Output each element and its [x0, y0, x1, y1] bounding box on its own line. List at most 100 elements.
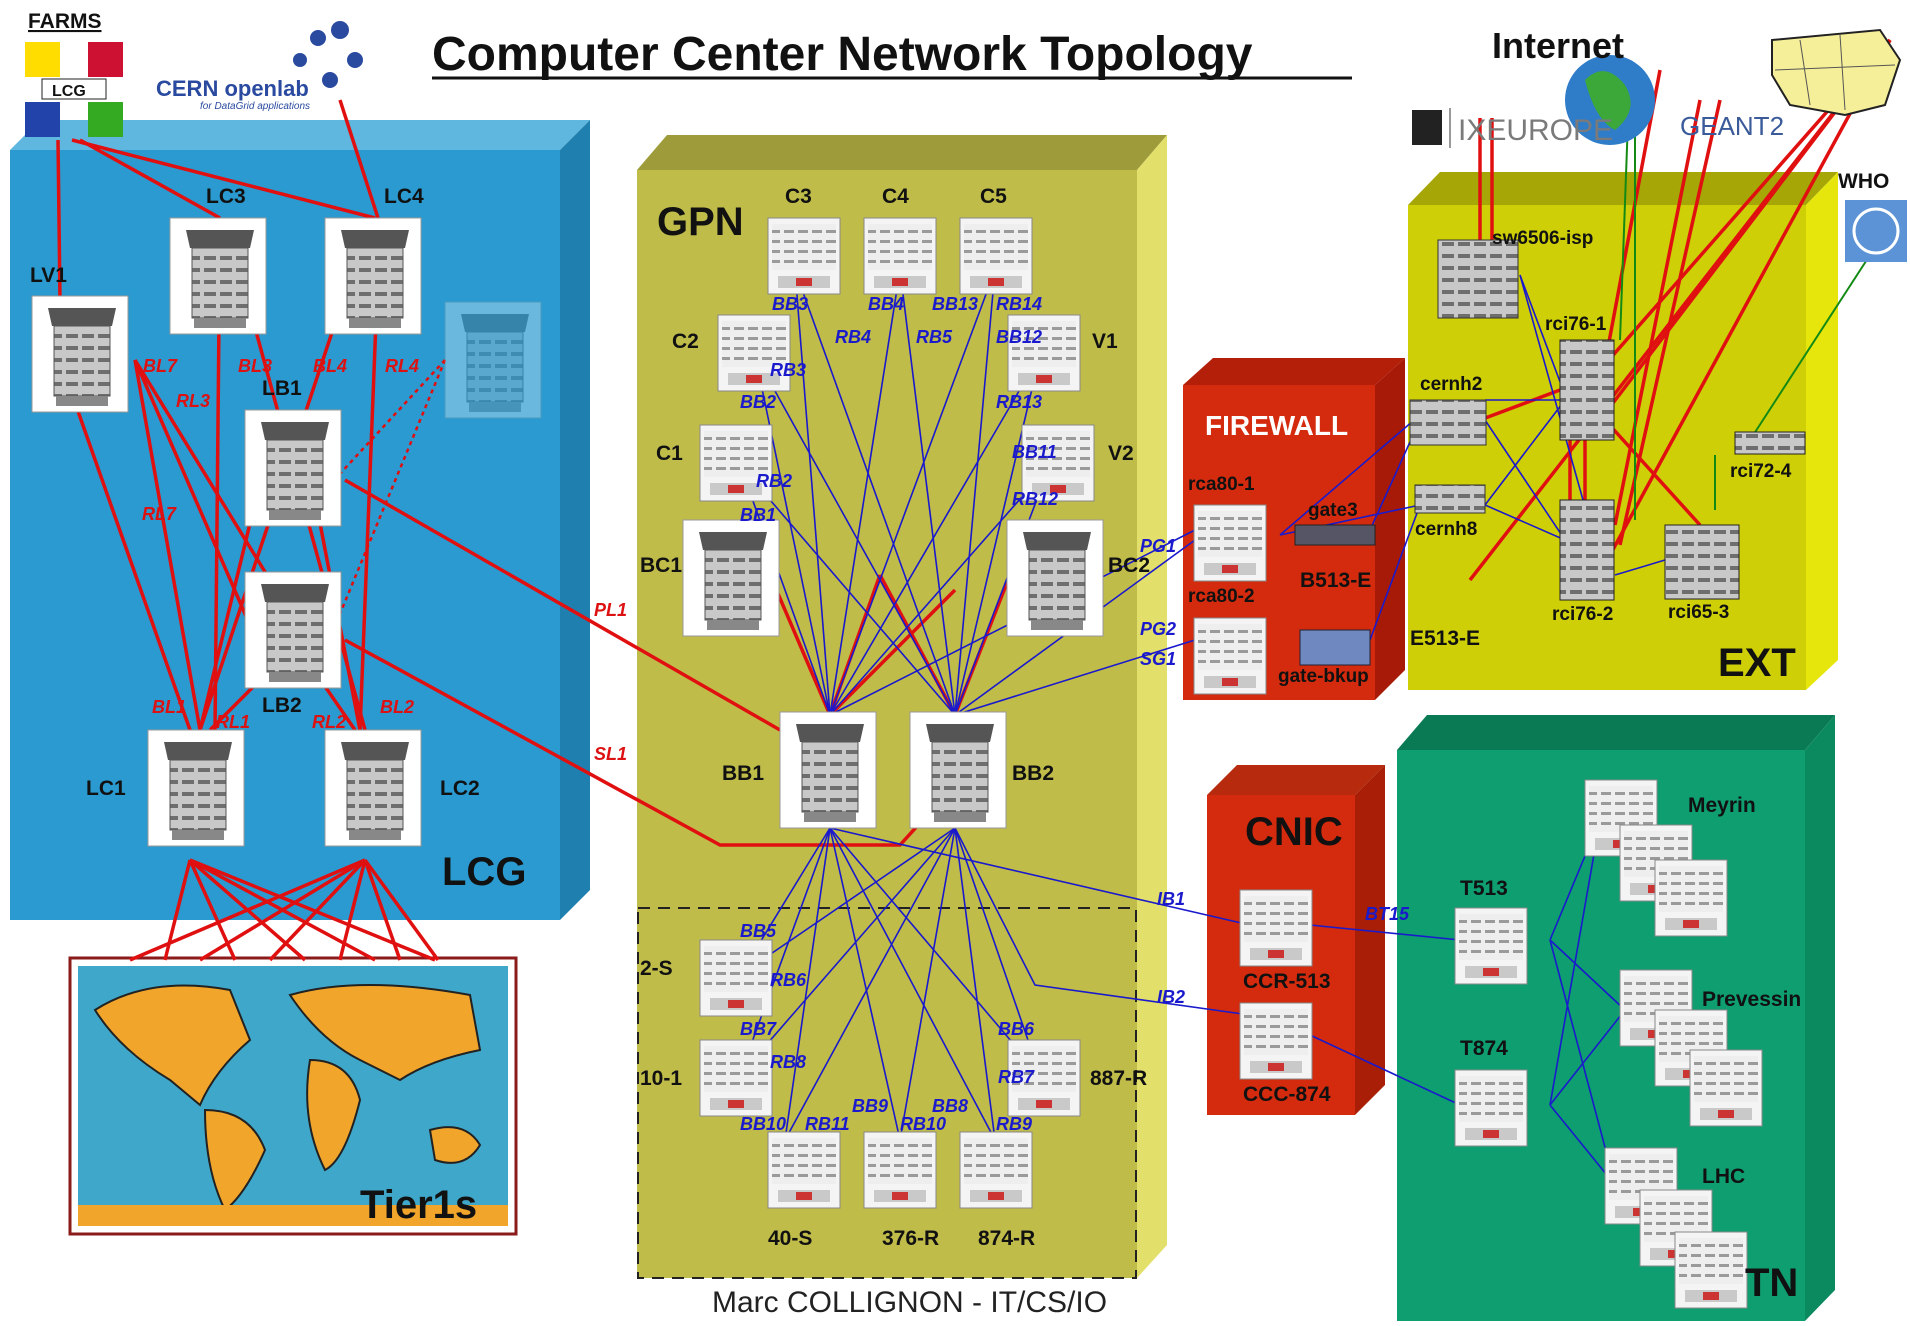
cnic-zone-label: CNIC [1245, 810, 1343, 854]
node-lb2: LB2 [262, 694, 302, 717]
red-links [56, 38, 1892, 962]
node-lhc: LHC [1702, 1165, 1745, 1188]
node-sw6506: sw6506-isp [1492, 228, 1593, 249]
node-874r: 874-R [978, 1227, 1035, 1250]
node-c1: C1 [656, 442, 683, 465]
node-rca80-2: rca80-2 [1188, 586, 1255, 607]
link-pg2: PG2 [1140, 619, 1176, 639]
link-bb11: BB11 [1012, 442, 1057, 462]
link-rb12: RB12 [1012, 489, 1058, 509]
node-gate-bkup: gate-bkup [1278, 666, 1369, 687]
link-sg1: SG1 [1140, 649, 1176, 669]
internet-label: Internet [1492, 25, 1624, 66]
gate-bkup-device [1299, 629, 1371, 666]
node-v2: V2 [1108, 442, 1134, 465]
link-bl1: BL1 [152, 697, 186, 717]
lb2-router [244, 571, 342, 689]
node-e513e: E513-E [1410, 627, 1480, 650]
ccr513-router [1239, 889, 1313, 967]
link-rb7: RB7 [998, 1067, 1035, 1087]
link-pl1: PL1 [594, 600, 627, 620]
link-bb6: BB6 [998, 1019, 1035, 1039]
link-bb10: BB10 [740, 1114, 786, 1134]
lv1-router [31, 295, 129, 413]
who-logo [1845, 200, 1907, 262]
node-prevessin: Prevessin [1702, 988, 1801, 1011]
node-c4: C4 [882, 185, 909, 208]
rci76-2-device [1559, 499, 1615, 601]
2s-switch [699, 939, 773, 1017]
lcg-zone [10, 120, 590, 920]
meyrin-switch-3 [1654, 859, 1728, 937]
link-bt15: BT15 [1365, 904, 1410, 924]
lcg-zone-label: LCG [442, 850, 526, 894]
sw6506-device [1437, 239, 1519, 319]
link-ib2: IB2 [1157, 987, 1185, 1007]
tier1-label: Tier1s [360, 1183, 477, 1227]
lc2-router [324, 729, 422, 847]
node-c3: C3 [785, 185, 812, 208]
globe-icon [1565, 55, 1655, 145]
gate3-device [1294, 524, 1376, 546]
ixeurope-logo [1412, 108, 1451, 148]
t874-switch [1454, 1069, 1528, 1147]
node-bb2: BB2 [1012, 762, 1054, 785]
spare-router [444, 301, 542, 419]
rca80-2-router [1193, 617, 1267, 695]
link-rb3: RB3 [770, 360, 806, 380]
link-bl2: BL2 [380, 697, 414, 717]
ccc874-router [1239, 1002, 1313, 1080]
node-v1: V1 [1092, 330, 1118, 353]
node-ccr513: CCR-513 [1243, 970, 1331, 993]
lc4-router [324, 217, 422, 335]
ext-zone-label: EXT [1718, 641, 1796, 685]
c4-switch [863, 217, 937, 295]
firewall-zone-label: FIREWALL [1205, 410, 1348, 441]
c5-switch [959, 217, 1033, 295]
node-gate3: gate3 [1308, 500, 1358, 521]
page-title: Computer Center Network Topology [432, 28, 1253, 81]
bb1-router [779, 711, 877, 829]
node-cernh8: cernh8 [1415, 519, 1477, 540]
prevessin-switch-3 [1689, 1049, 1763, 1127]
node-lb1: LB1 [262, 377, 302, 400]
node-101: 10-1 [640, 1067, 682, 1090]
link-bb1: BB1 [740, 505, 776, 525]
link-bb12: BB12 [996, 327, 1042, 347]
node-rci65-3: rci65-3 [1668, 602, 1729, 623]
node-lc1: LC1 [86, 777, 126, 800]
bc1-router [682, 519, 780, 637]
node-c2: C2 [672, 330, 699, 353]
node-labels: LV1 LC3 LC4 LB1 LB2 LC1 LC2 C3 C4 C5 C2 … [30, 185, 1801, 1250]
usa-map-icon [1771, 28, 1902, 117]
who-label: WHO [1838, 170, 1889, 193]
green-links [1619, 119, 1871, 520]
tn-zone-label: TN [1745, 1261, 1798, 1305]
link-rb9: RB9 [996, 1114, 1032, 1134]
link-rl2: RL2 [312, 712, 346, 732]
node-bc2: BC2 [1108, 554, 1150, 577]
t513-switch [1454, 907, 1528, 985]
bc2-router [1006, 519, 1104, 637]
tier1-map [68, 956, 518, 1236]
link-bb4: BB4 [868, 294, 904, 314]
cernh2-device [1409, 399, 1487, 446]
openlab-logo [293, 21, 363, 88]
ixeurope-label: IXEUROPE [1458, 114, 1613, 147]
ext-devices [1409, 239, 1806, 601]
link-rb11: RB11 [805, 1114, 850, 1134]
link-bb13: BB13 [932, 294, 978, 314]
dashed-group-box [637, 907, 1137, 1279]
lb1-router [244, 409, 342, 527]
link-rb6: RB6 [770, 970, 807, 990]
link-rb5: RB5 [916, 327, 953, 347]
link-bb2: BB2 [740, 392, 776, 412]
node-887r: 887-R [1090, 1067, 1147, 1090]
lcg-logo-text: LCG [52, 83, 86, 100]
link-bl7: BL7 [143, 356, 178, 376]
376r-switch [863, 1131, 937, 1209]
link-rb2: RB2 [756, 471, 792, 491]
node-rci72-4: rci72-4 [1730, 461, 1792, 482]
link-bb3a: BB3 [772, 294, 808, 314]
